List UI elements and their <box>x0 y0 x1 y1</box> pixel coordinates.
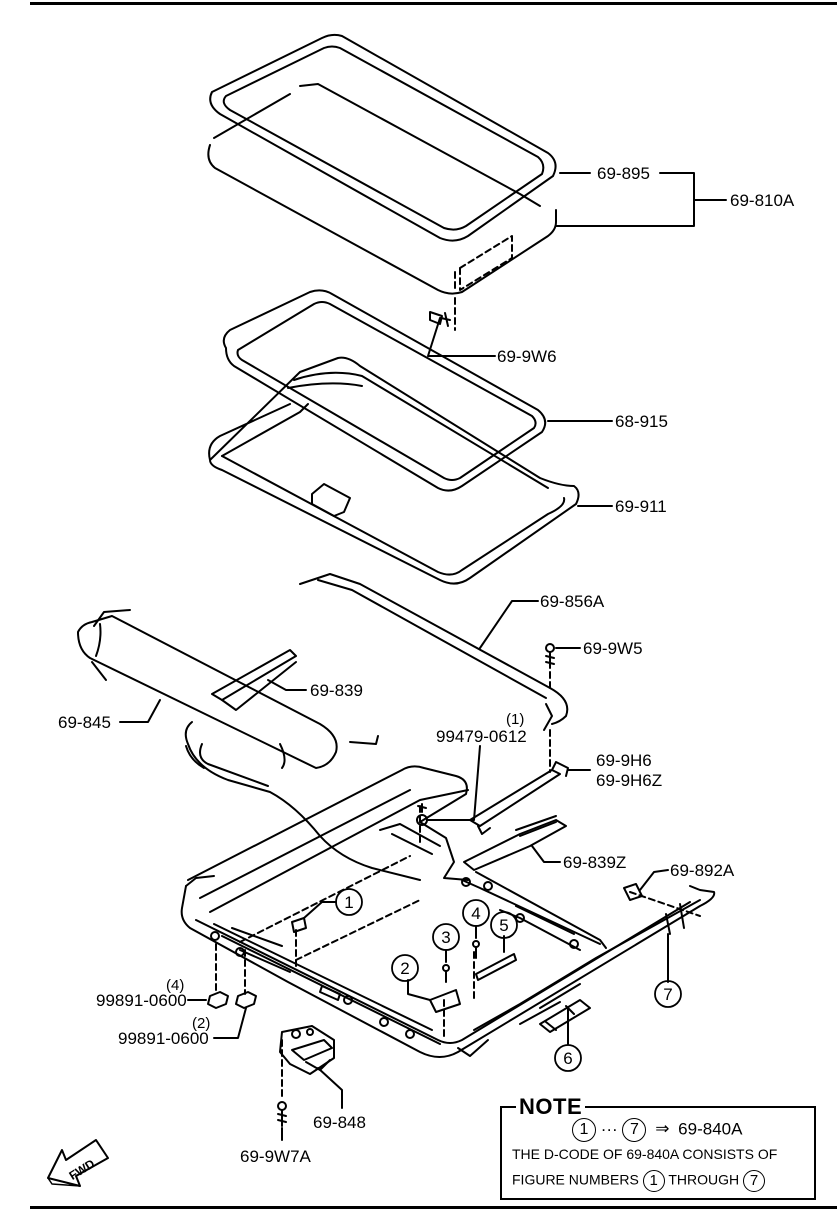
screw-69-9W6 <box>427 271 496 357</box>
top-border <box>30 2 837 5</box>
callout-3: 3 <box>441 928 450 947</box>
label-69-839Z: 69-839Z <box>563 853 626 872</box>
callout-5: 5 <box>499 916 508 935</box>
part-2-bracket <box>407 979 461 1013</box>
note-circle-from: 1 <box>572 1118 596 1142</box>
label-69-892A: 69-892A <box>670 861 735 880</box>
seal-68-915 <box>222 289 613 492</box>
note-circle-to: 7 <box>622 1118 647 1142</box>
fwd-arrow-icon <box>47 1139 109 1187</box>
bracket-69-839 <box>211 649 307 711</box>
label-69-856A: 69-856A <box>540 592 605 611</box>
callout-1: 1 <box>344 893 353 912</box>
note-line3-circle-a: 1 <box>642 1170 665 1192</box>
note-title: NOTE <box>516 1094 586 1120</box>
label-99891-0600-a: 99891-0600 <box>96 991 187 1010</box>
label-99479-0612: 99479-0612 <box>436 727 527 746</box>
label-69-9H6Z: 69-9H6Z <box>596 771 662 790</box>
note-line3: FIGURE NUMBERS 1 THROUGH 7 <box>512 1170 765 1192</box>
label-69-9W5: 69-9W5 <box>583 639 643 658</box>
part-4-screw <box>472 925 480 959</box>
label-99891-0600-b: 99891-0600 <box>118 1029 209 1048</box>
note-line3-prefix: FIGURE NUMBERS <box>512 1171 639 1188</box>
label-69-845: 69-845 <box>58 713 111 732</box>
note-line2: THE D-CODE OF 69-840A CONSISTS OF <box>512 1146 778 1162</box>
bolt-99479-0612 <box>416 745 481 826</box>
frame-dashed-lines <box>215 805 701 1101</box>
note-arrow: ⇒ <box>655 1119 670 1139</box>
callout-7: 7 <box>663 985 672 1004</box>
note-line3-mid: THROUGH <box>668 1171 740 1188</box>
screw-69-9W7A <box>277 1101 287 1141</box>
callout-6: 6 <box>563 1049 572 1068</box>
label-69-839: 69-839 <box>310 681 363 700</box>
label-99891-qty-b: (2) <box>192 1015 210 1032</box>
label-69-9W6: 69-9W6 <box>497 347 557 366</box>
part-6-bracket <box>539 999 591 1045</box>
sunshade-69-911 <box>208 356 613 585</box>
label-99891-qty-a: (4) <box>166 977 184 994</box>
note-box: NOTE 1 ··· 7 ⇒ 69-840A THE D-CODE OF 69-… <box>500 1094 816 1200</box>
label-69-9W7A: 69-9W7A <box>240 1147 312 1166</box>
fwd-label: FWD <box>67 1156 98 1183</box>
part-5-strip <box>475 935 517 981</box>
glass-weatherstrip-69-895 <box>209 33 557 242</box>
note-range-row: 1 ··· 7 ⇒ 69-840A <box>572 1118 742 1142</box>
drain-seal <box>184 721 421 881</box>
label-99479-qty: (1) <box>506 711 524 728</box>
callout-2: 2 <box>400 959 409 978</box>
callout-circles <box>335 888 682 1072</box>
label-69-810A: 69-810A <box>730 191 795 210</box>
leader-69-895 <box>555 172 727 227</box>
label-69-9H6: 69-9H6 <box>596 751 652 770</box>
glass-panel <box>207 83 557 295</box>
deflector-69-845 <box>77 609 338 769</box>
rail-69-856A <box>299 573 569 731</box>
label-69-911: 69-911 <box>615 497 667 516</box>
clip-69-892A <box>623 869 669 901</box>
note-line3-circle-b: 7 <box>743 1170 765 1192</box>
label-68-915: 68-915 <box>615 412 668 431</box>
note-code: 69-840A <box>678 1119 743 1139</box>
sunroof-main-frame <box>180 765 716 1058</box>
part-3-screw <box>442 949 450 983</box>
label-69-895: 69-895 <box>597 164 650 183</box>
callout-4: 4 <box>471 904 480 923</box>
nut-99891-0600-a <box>187 991 229 1009</box>
bracket-69-9H6 <box>469 761 591 835</box>
motor-69-848 <box>279 1025 343 1109</box>
screw-69-9W5 <box>545 643 581 773</box>
label-69-848: 69-848 <box>313 1113 366 1132</box>
nut-99891-0600-b <box>213 991 257 1039</box>
part-1-clip <box>291 901 337 933</box>
slider-69-839Z <box>463 815 567 871</box>
bottom-border <box>30 1206 837 1209</box>
note-ellipsis: ··· <box>600 1119 618 1139</box>
